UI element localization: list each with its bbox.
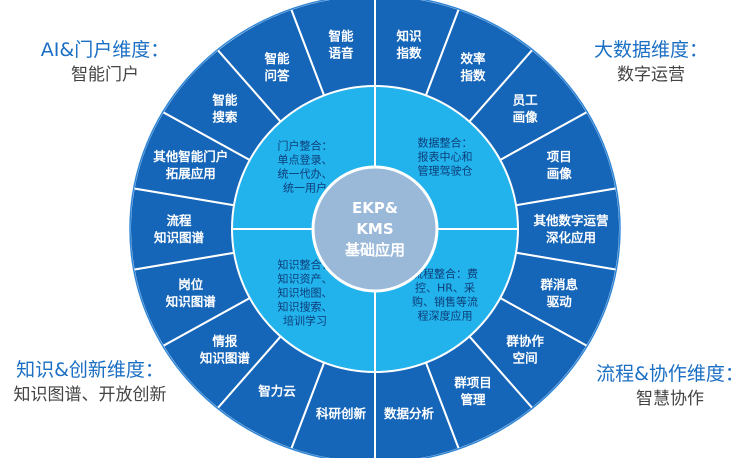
wheel-segment-label-line: 画像 [547,166,573,181]
wheel-segment-label-line: 知识图谱 [165,294,217,309]
inner-quadrant-text-line: 统一用户 [283,181,327,195]
corner-big-data-subtitle: 数字运营 [617,64,685,85]
corner-ai-portal-title: AI&门户维度： [40,39,170,61]
wheel-segment-label-line: 知识图谱 [199,350,251,365]
center-label-line: EKP& [352,199,398,217]
wheel-segment-label-line: 科研创新 [316,406,367,421]
inner-quadrant-text-line: 控、HR、采 [415,281,475,295]
corner-ai-portal: AI&门户维度： 智能门户 [30,38,180,87]
wheel-segment-label-line: 画像 [513,110,539,125]
wheel-segment-label-line: 智能 [327,29,354,44]
wheel-segment-label-line: 语音 [328,46,354,61]
wheel-segment-label-line: 指数 [460,68,486,83]
corner-process-collab: 流程&协作维度： 智慧协作 [590,362,750,411]
wheel-segment-label-line: 深化应用 [546,230,596,245]
wheel-segment-label-line: 智力云 [257,384,296,399]
corner-knowledge-innovation: 知识&创新维度： 知识图谱、开放创新 [0,358,180,407]
wheel-segment-label-line: 问答 [264,68,290,83]
wheel-segment-label-line: 其他数字运营 [533,213,609,228]
wheel-segment-label-line: 知识 [395,29,422,44]
inner-quadrant: 知识整合：知识资产、知识地图、知识搜索、培训学习 [278,258,333,328]
wheel-segment-label-line: 岗位 [178,277,204,292]
wheel-segment-label-line: 空间 [513,350,538,365]
wheel-outline [129,0,621,462]
wheel-segment-label-line: 智能 [211,93,238,108]
inner-quadrant-text-line: 知识地图、 [278,286,333,300]
inner-quadrant: 门户整合：单点登录、统一代办、统一用户 [278,139,333,195]
center-label: EKP&KMS 基础应用 [344,199,405,259]
wheel-segment-label-line: 知识图谱 [153,230,205,245]
wheel-segment-label-line: 拓展应用 [166,166,216,181]
corner-knowledge-innovation-title: 知识&创新维度： [16,359,164,381]
wheel-segment-label-line: 效率 [460,51,486,66]
inner-quadrant-text-line: 流程整合：费 [412,267,478,281]
inner-quadrant-text-line: 知识资产、 [278,272,333,286]
inner-quadrant-text-line: 统一代办、 [278,168,333,181]
inner-quadrant-text-line: 门户整合： [278,139,333,153]
corner-ai-portal-subtitle: 智能门户 [71,64,139,85]
corner-big-data-title: 大数据维度： [593,39,708,61]
inner-quadrant-text-line: 培训学习 [283,314,327,328]
wheel-segment-label-line: 驱动 [547,294,573,309]
inner-quadrants: 数据整合：报表中心和管理驾驶仓流程整合：费控、HR、采购、销售等流程深度应用知识… [278,136,479,328]
wheel-segment-label-line: 情报 [212,333,238,348]
inner-quadrant-text-line: 报表中心和 [418,150,473,164]
inner-quadrant-text-line: 知识整合： [278,258,333,272]
inner-quadrant-text-line: 管理驾驶仓 [418,164,473,178]
wheel-segment-label-line: 数据分析 [383,406,435,421]
center-circle [311,165,439,293]
wheel-segment-label-line: 群项目 [453,375,492,390]
inner-quadrant-text-line: 知识搜索、 [278,300,333,314]
inner-quadrant-text-line: 数据整合： [418,136,473,150]
center-label-line: 基础应用 [344,241,405,259]
wheel-segment-label-line: 流程 [166,213,192,228]
wheel-segment-label-line: 项目 [547,149,572,164]
corner-process-collab-subtitle: 智慧协作 [636,388,704,409]
wheel-segment-label-line: 群协作 [505,333,544,348]
wheel-segment-label-line: 员工 [513,93,539,108]
inner-quadrant-text-line: 购、销售等流 [412,295,478,309]
corner-big-data: 大数据维度： 数字运营 [576,38,726,87]
wheel-segment-label-line: 智能 [263,51,290,66]
corner-process-collab-title: 流程&协作维度： [596,363,744,385]
inner-quadrant-text-line: 程深度应用 [418,309,473,323]
wheel-segment-label-line: 管理 [460,392,486,407]
wheel-segment-label-line: 其他智能门户 [153,149,228,164]
wheel-segment-label-line: 搜索 [212,110,238,125]
center-label-line: KMS [356,220,393,238]
wheel-segment-label-line: 指数 [396,46,422,61]
wheel-segment-label-line: 群消息 [539,277,578,292]
corner-knowledge-innovation-subtitle: 知识图谱、开放创新 [13,384,167,405]
inner-quadrant-text-line: 单点登录、 [278,153,333,167]
